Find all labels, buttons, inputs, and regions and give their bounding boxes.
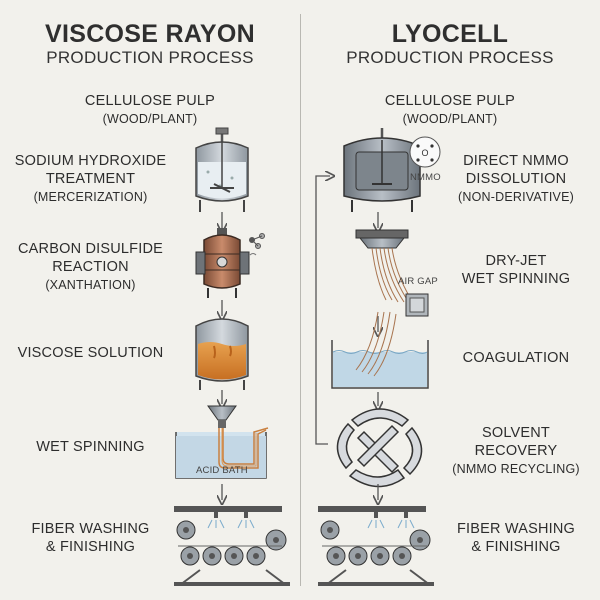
left-step-xanth-line1: CARBON DISULFIDE bbox=[18, 241, 163, 257]
right-step-finishing: FIBER WASHING & FINISHING bbox=[436, 520, 596, 556]
left-step-wetspin: WET SPINNING bbox=[8, 438, 173, 456]
left-step-finishing: FIBER WASHING & FINISHING bbox=[8, 520, 173, 556]
right-step-rec-line1: SOLVENT bbox=[481, 425, 550, 441]
right-step-finish-line2: & FINISHING bbox=[471, 539, 561, 555]
left-step-merc-line1: SODIUM HYDROXIDE bbox=[14, 153, 167, 169]
right-step-pulp: CELLULOSE PULP (WOOD/PLANT) bbox=[360, 92, 540, 128]
right-step-rec-line3: (NMMO RECYCLING) bbox=[452, 462, 580, 476]
left-step-viscose: VISCOSE SOLUTION bbox=[8, 344, 173, 362]
right-step-finish-line1: FIBER WASHING bbox=[456, 521, 576, 537]
left-finishing-rollers bbox=[174, 506, 290, 586]
right-recovery-cycle bbox=[336, 408, 423, 488]
left-subtitle: PRODUCTION PROCESS bbox=[46, 48, 254, 67]
left-step-mercerization: SODIUM HYDROXIDE TREATMENT (MERCERIZATIO… bbox=[8, 152, 173, 206]
right-step-coagulation: COAGULATION bbox=[436, 349, 596, 367]
left-step-finish-line1: FIBER WASHING bbox=[31, 521, 150, 537]
right-coagulation-bath bbox=[331, 311, 429, 389]
right-step-rec-line2: RECOVERY bbox=[474, 443, 558, 459]
right-step-recovery: SOLVENT RECOVERY (NMMO RECYCLING) bbox=[436, 424, 596, 478]
left-wetspin-apparatus bbox=[175, 405, 269, 479]
left-step-viscose-line1: VISCOSE SOLUTION bbox=[17, 345, 164, 361]
right-step-dryjet: DRY-JET WET SPINNING bbox=[436, 252, 596, 288]
right-step-pulp-line1: CELLULOSE PULP bbox=[384, 93, 516, 109]
left-viscose-tank bbox=[195, 318, 249, 390]
left-step-xanthation: CARBON DISULFIDE REACTION (XANTHATION) bbox=[8, 240, 173, 294]
air-gap-label: AIR GAP bbox=[398, 276, 438, 287]
right-subtitle: PRODUCTION PROCESS bbox=[346, 48, 554, 67]
right-step-diss-line3: (NON-DERIVATIVE) bbox=[458, 190, 574, 204]
left-step-wetspin-line1: WET SPINNING bbox=[36, 439, 145, 455]
left-step-finish-line2: & FINISHING bbox=[45, 539, 136, 555]
left-xanthation-reactor bbox=[195, 228, 265, 298]
right-dryjet-spinneret bbox=[355, 229, 429, 317]
left-step-merc-line3: (MERCERIZATION) bbox=[33, 190, 148, 204]
nmmo-label: NMMO bbox=[410, 172, 441, 183]
right-finishing-rollers bbox=[318, 506, 434, 586]
acid-bath-label: ACID BATH bbox=[196, 465, 248, 476]
right-step-coag-line1: COAGULATION bbox=[462, 350, 570, 366]
right-step-dryjet-line2: WET SPINNING bbox=[461, 271, 571, 287]
right-step-pulp-line2: (WOOD/PLANT) bbox=[402, 112, 498, 126]
left-step-merc-line2: TREATMENT bbox=[45, 171, 136, 187]
left-mercerization-tank bbox=[195, 127, 249, 212]
right-recycle-return-arrow bbox=[315, 176, 330, 445]
left-step-xanth-line3: (XANTHATION) bbox=[45, 278, 136, 292]
right-step-diss-line1: DIRECT NMMO bbox=[463, 153, 569, 169]
right-step-diss-line2: DISSOLUTION bbox=[465, 171, 567, 187]
right-step-dissolution: DIRECT NMMO DISSOLUTION (NON-DERIVATIVE) bbox=[436, 152, 596, 206]
left-step-pulp-line1: CELLULOSE PULP bbox=[84, 93, 216, 109]
left-step-xanth-line2: REACTION bbox=[52, 259, 129, 275]
left-step-pulp-line2: (WOOD/PLANT) bbox=[102, 112, 198, 126]
svg-text:O: O bbox=[421, 148, 428, 158]
left-step-pulp: CELLULOSE PULP (WOOD/PLANT) bbox=[60, 92, 240, 128]
right-dissolution-tank: O bbox=[343, 128, 441, 212]
right-step-dryjet-line1: DRY-JET bbox=[485, 253, 547, 269]
center-divider bbox=[300, 14, 301, 586]
left-title: VISCOSE RAYON bbox=[45, 20, 255, 48]
right-title: LYOCELL bbox=[391, 20, 509, 48]
